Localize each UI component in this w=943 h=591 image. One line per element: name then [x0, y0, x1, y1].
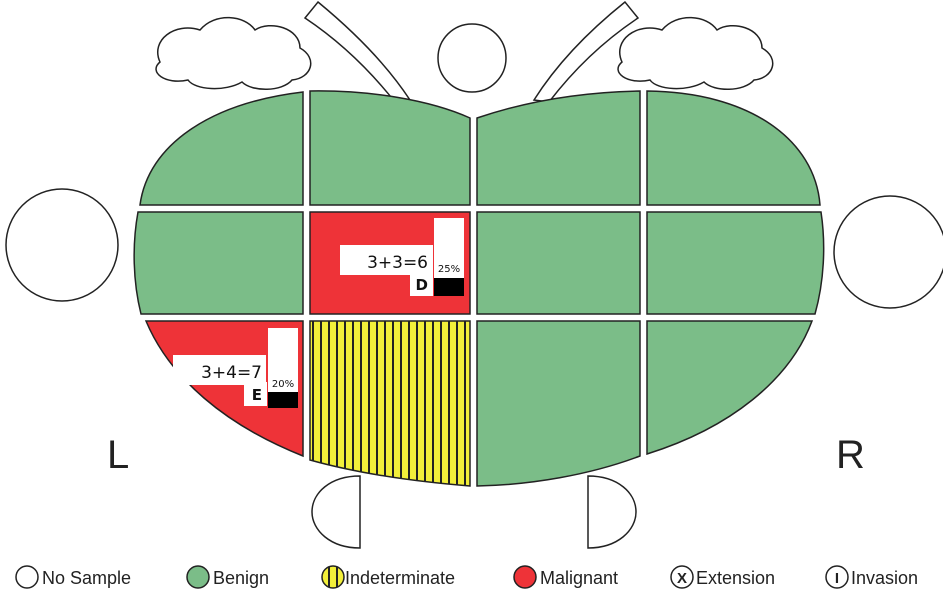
invasion-symbol: I: [835, 570, 839, 587]
annotation-d-score-box: [340, 245, 433, 275]
right-side-label: R: [836, 433, 865, 477]
upper-right-medial-cell: [476, 90, 641, 206]
legend-malignant-label: Malignant: [540, 568, 618, 588]
malignant-swatch: [513, 565, 537, 589]
right-side-circle: [833, 195, 943, 309]
annotation-e-percent-fill: [268, 392, 298, 408]
legend-indeterminate-label: Indeterminate: [345, 568, 455, 588]
low-left-lateral-cell: [144, 320, 304, 458]
upper-left-lateral-cell: [139, 91, 304, 206]
legend-extension-label: Extension: [696, 568, 775, 588]
upper-right-lateral-cell: [646, 90, 821, 206]
bottom-left-half-circle: [311, 475, 361, 549]
annotation-e-letter-box: [244, 382, 267, 406]
annotation-d-score: 3+3=6: [367, 253, 428, 273]
annotation-d-percent: 25%: [438, 264, 460, 275]
mid-right-medial-cell: [476, 211, 641, 315]
annotation-d-percent-fill: [434, 278, 464, 296]
mid-right-lateral-cell: [646, 211, 825, 315]
left-side-label: L: [107, 433, 129, 477]
left-vas-deferens-shape: [303, 0, 412, 103]
legend: No Sample Benign Indeterminate Malignant…: [15, 565, 918, 589]
annotation-e-score: 3+4=7: [201, 363, 262, 383]
right-seminal-vesicle-shape: [617, 16, 774, 90]
extension-swatch: [670, 565, 694, 589]
legend-benign-label: Benign: [213, 568, 269, 588]
mid-left-lateral-cell: [133, 211, 304, 315]
low-right-medial-cell: [476, 320, 641, 487]
indeterminate-swatch: [321, 565, 345, 589]
right-vas-deferens-shape: [532, 0, 640, 103]
legend-no-sample-label: No Sample: [42, 568, 131, 588]
upper-left-medial-cell: [309, 90, 471, 206]
invasion-swatch: [825, 565, 849, 589]
annotation-d-letter-box: [410, 272, 433, 296]
left-seminal-vesicle-shape: [155, 16, 312, 90]
annotation-e: 3+4=7 E 20%: [173, 328, 298, 408]
bottom-right-half-circle: [587, 475, 637, 549]
annotation-e-letter: E: [252, 386, 262, 404]
annotation-d: 3+3=6 D 25%: [340, 218, 464, 296]
top-center-circle: [437, 23, 507, 93]
extension-symbol: X: [677, 570, 687, 587]
benign-swatch: [186, 565, 210, 589]
left-side-circle: [5, 188, 119, 302]
annotation-e-percent: 20%: [272, 379, 294, 390]
low-right-lateral-cell: [646, 320, 814, 456]
no-sample-swatch: [15, 565, 39, 589]
annotation-d-letter: D: [416, 276, 428, 294]
annotation-e-score-box: [173, 355, 266, 385]
low-left-medial-cell: [309, 320, 471, 487]
legend-invasion-label: Invasion: [851, 568, 918, 588]
